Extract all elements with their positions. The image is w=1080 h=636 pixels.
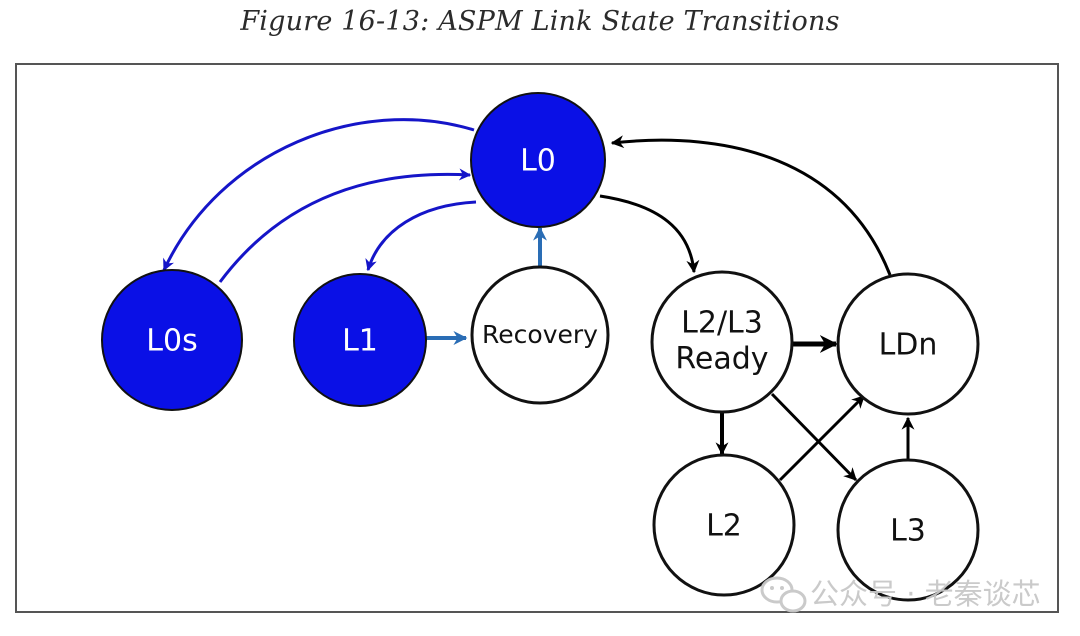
watermark: 公众号 · 老秦谈芯 <box>760 576 1041 613</box>
state-l2l3-ready: L2/L3 Ready <box>650 270 794 414</box>
arrow-l0-to-l0s <box>162 118 475 272</box>
figure-caption: Figure 16-13: ASPM Link State Transition… <box>240 6 840 37</box>
state-l0-label: L0 <box>520 144 556 179</box>
state-l3: L3 <box>836 458 980 602</box>
wechat-icon <box>760 576 807 613</box>
state-ldn: LDn <box>836 272 980 416</box>
arrow-l0s-to-l0 <box>218 168 472 283</box>
state-l2l3-ready-line2: Ready <box>675 342 768 377</box>
state-recovery: Recovery <box>470 265 610 405</box>
watermark-text: 公众号 · 老秦谈芯 <box>810 577 1041 611</box>
state-l1-label: L1 <box>342 324 378 359</box>
arrow-l2l3ready-to-l3 <box>770 392 858 482</box>
arrow-l0-to-l2l3ready <box>599 194 700 274</box>
state-l1: L1 <box>293 273 427 407</box>
state-l2-label: L2 <box>706 509 742 544</box>
state-recovery-label: Recovery <box>482 320 598 349</box>
state-ldn-label: LDn <box>879 328 938 363</box>
arrow-ldn-to-l0 <box>610 135 892 276</box>
state-l0s-label: L0s <box>146 324 197 359</box>
state-l0s: L0s <box>101 269 243 411</box>
state-l3-label: L3 <box>890 514 926 549</box>
figure-frame <box>15 63 1059 613</box>
state-l0: L0 <box>470 92 606 228</box>
arrow-l0-to-l1 <box>365 200 477 272</box>
state-l2: L2 <box>652 453 796 597</box>
arrow-l2-to-ldn <box>778 394 866 482</box>
state-l2l3-ready-line1: L2/L3 <box>681 306 763 341</box>
